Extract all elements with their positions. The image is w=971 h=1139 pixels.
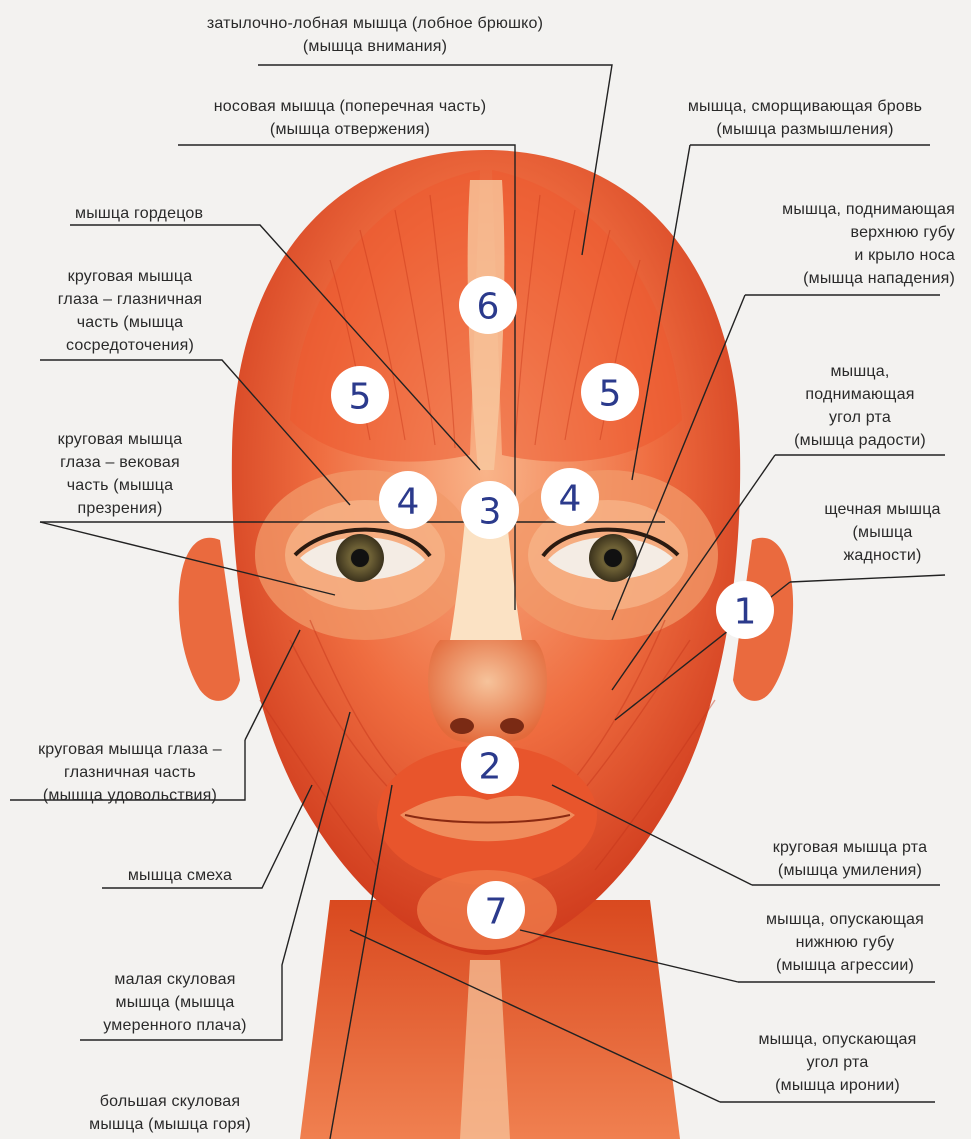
svg-text:4: 4 [397,482,420,523]
svg-text:3: 3 [479,492,502,533]
label-occipitofrontalis: затылочно-лобная мышца (лобное брюшко) (… [140,12,610,58]
label-orbicularis-orbital-pleasure: круговая мышца глаза – глазничная часть … [5,738,255,807]
marker-5-right: 5 [581,363,639,421]
marker-4-left: 4 [379,471,437,529]
svg-text:6: 6 [477,287,500,328]
label-risorius: мышца смеха [95,864,265,887]
marker-5-left: 5 [331,366,389,424]
svg-text:5: 5 [349,377,372,418]
left-ear [179,538,240,701]
label-corrugator: мышца, сморщивающая бровь (мышца размышл… [645,95,965,141]
label-depressor-anguli-oris: мышца, опускающая угол рта (мышца иронии… [715,1028,960,1097]
label-orbicularis-orbital-concentration: круговая мышца глаза – глазничная часть … [20,265,240,357]
marker-7: 7 [467,881,525,939]
svg-text:5: 5 [599,374,622,415]
label-levator-anguli-oris: мышца, поднимающая угол рта (мышца радос… [760,360,960,452]
svg-text:1: 1 [734,592,757,633]
label-zygomaticus-minor: малая скуловая мышца (мышца умеренного п… [60,968,290,1037]
label-depressor-labii: мышца, опускающая нижнюю губу (мышца агр… [725,908,965,977]
label-nasalis-transverse: носовая мышца (поперечная часть) (мышца … [140,95,560,141]
marker-1: 1 [716,581,774,639]
marker-2: 2 [461,736,519,794]
label-zygomaticus-major: большая скуловая мышца (мышца горя) [50,1090,290,1136]
marker-4-right: 4 [541,468,599,526]
svg-text:4: 4 [559,479,582,520]
label-levator-labii-alae: мышца, поднимающая верхнюю губу и крыло … [690,198,955,290]
nose [428,640,547,744]
label-orbicularis-palpebral: круговая мышца глаза – вековая часть (мы… [20,428,220,520]
label-buccinator: щечная мышца (мышца жадности) [800,498,965,567]
label-orbicularis-oris: круговая мышца рта (мышца умиления) [735,836,965,882]
svg-text:7: 7 [485,892,508,933]
marker-3: 3 [461,481,519,539]
svg-text:2: 2 [479,747,502,788]
marker-6: 6 [459,276,517,334]
label-procerus: мышца гордецов [75,202,295,225]
